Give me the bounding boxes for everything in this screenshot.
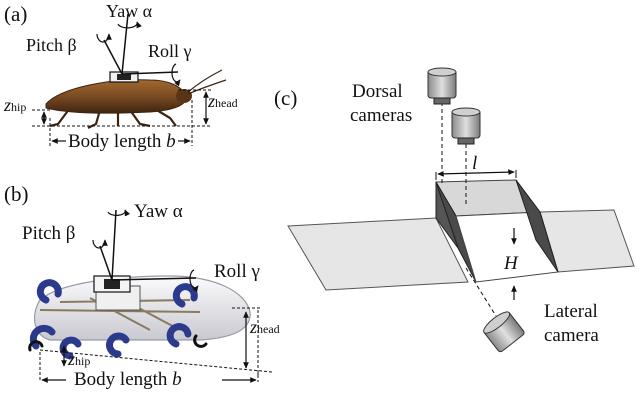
pitch-rotation-arrow — [92, 239, 108, 249]
lateral-camera — [483, 311, 525, 353]
z-hip-label: zhip — [68, 349, 91, 369]
cockroach-body — [45, 79, 187, 114]
dorsal-cameras-label-line2: cameras — [350, 105, 413, 126]
panel-c-drawing — [287, 67, 635, 353]
gap-length-arrow — [437, 169, 515, 177]
roll-label: Roll γ — [148, 41, 192, 61]
gap-length-label: l — [472, 153, 478, 174]
yaw-rotation-arrow — [117, 21, 142, 29]
z-hip-label: zhip — [4, 95, 27, 115]
cockroach-head — [176, 89, 192, 103]
roll-rotation-arrow — [189, 269, 199, 293]
body-length-label: Body length b — [68, 131, 176, 152]
panel-a-drawing — [32, 13, 227, 146]
lateral-camera-label-line2: camera — [544, 325, 599, 346]
dorsal-camera-1 — [427, 67, 457, 105]
yaw-label: Yaw α — [134, 201, 183, 222]
z-head-label: zhead — [208, 91, 238, 111]
pitch-label: Pitch β — [22, 223, 76, 244]
panel-c-label: (c) — [274, 86, 298, 110]
dorsal-cameras-label-line1: Dorsal — [352, 81, 403, 102]
panel-a-label: (a) — [4, 2, 28, 26]
body-length-label: Body length b — [74, 369, 182, 390]
pitch-axis — [99, 245, 113, 281]
yaw-axis — [121, 13, 129, 75]
lateral-camera-label-line1: Lateral — [544, 301, 598, 322]
cockroach-antenna — [187, 79, 227, 95]
height-label: H — [504, 253, 518, 274]
dorsal-camera-2 — [451, 107, 481, 145]
roll-label: Roll γ — [214, 261, 260, 282]
pitch-label: Pitch β — [26, 35, 77, 55]
panel-b-drawing — [28, 209, 273, 383]
yaw-axis — [111, 209, 117, 281]
pitch-axis — [103, 39, 123, 75]
robot-shell — [33, 275, 251, 341]
roll-rotation-arrow — [171, 63, 181, 87]
z-head-label: zhead — [250, 317, 280, 337]
panel-b-label: (b) — [4, 182, 29, 206]
yaw-rotation-arrow — [107, 209, 131, 217]
pitch-rotation-arrow — [96, 33, 112, 43]
roll-axis — [111, 277, 197, 281]
yaw-label: Yaw α — [106, 1, 153, 21]
cockroach-antenna — [187, 69, 223, 93]
roll-axis — [121, 71, 179, 75]
wall-right — [515, 179, 559, 273]
ground-left — [287, 217, 469, 291]
robot-legs — [29, 279, 198, 360]
